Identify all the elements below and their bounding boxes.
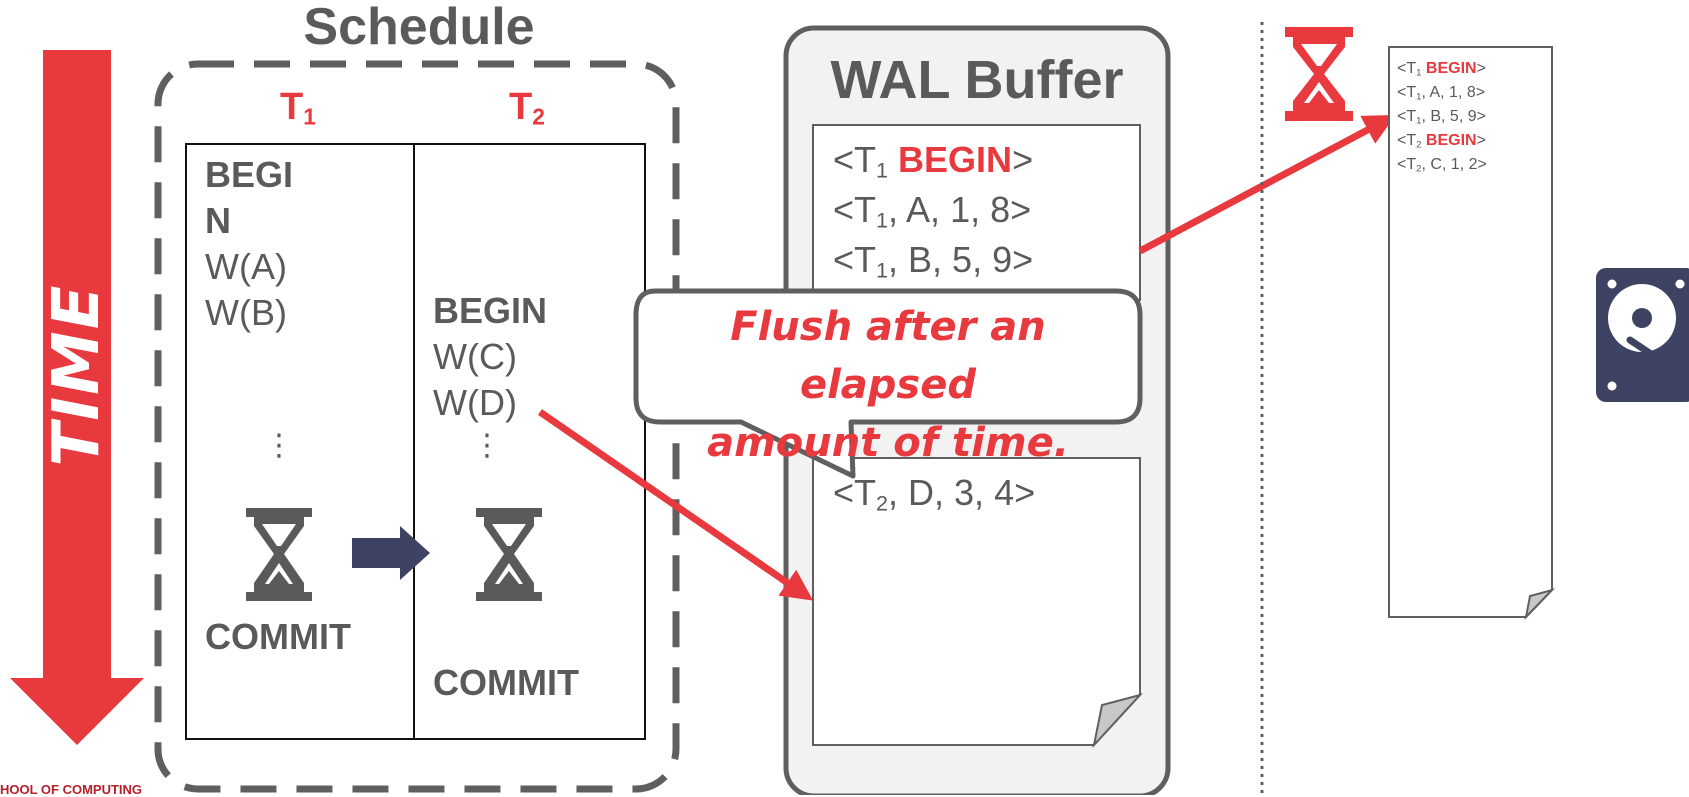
disk-log-entry: <T1, A, 1, 8>: [1397, 84, 1486, 103]
disk-log-entry: <T2, C, 1, 2>: [1397, 156, 1487, 175]
hourglass-icon: [1285, 27, 1353, 121]
t1-operations: BEGI N W(A) W(B): [205, 152, 293, 336]
wal-entry: <T1, A, 1, 8>: [833, 189, 1032, 233]
t2-header: T2: [509, 86, 545, 130]
footer-text: HOOL OF COMPUTING: [0, 782, 143, 797]
t2-write-d: W(D): [433, 382, 517, 423]
t1-write-b: W(B): [205, 292, 287, 333]
t2-commit: COMMIT: [433, 662, 579, 703]
flush-arrow: [1138, 114, 1396, 255]
schedule-container: [154, 60, 680, 793]
disk-log-entry: <T1 BEGIN>: [1397, 60, 1486, 79]
hourglass-icon: [246, 508, 312, 601]
disk-log-entry: <T2 BEGIN>: [1397, 132, 1486, 151]
schedule-title: Schedule: [288, 0, 550, 56]
callout-line-1: Flush after an elapsed: [730, 304, 1046, 408]
wal-page-top: [812, 124, 1141, 301]
t2-ellipsis: ⋮: [472, 429, 502, 462]
wal-entry: <T1, B, 5, 9>: [833, 239, 1034, 283]
hard-disk-icon: [1596, 268, 1689, 402]
time-arrow: [10, 50, 144, 745]
t1-begin: BEGI: [205, 154, 294, 195]
t1-header: T1: [280, 86, 316, 130]
wal-buffer-title: WAL Buffer: [830, 50, 1124, 110]
wal-entry: <T2, D, 3, 4>: [833, 472, 1036, 516]
t1-commit: COMMIT: [205, 616, 351, 657]
t2-begin: BEGIN: [433, 290, 548, 331]
t1-begin-wrap: N: [205, 200, 231, 241]
schedule-table: [185, 143, 646, 740]
t2-operations: BEGIN W(C) W(D): [433, 288, 547, 426]
wal-page-top-entries: <T1 BEGIN> <T1, A, 1, 8> <T1, B, 5, 9>: [833, 135, 1033, 285]
t2-write-c: W(C): [433, 336, 517, 377]
disk-log-entry: <T1, B, 5, 9>: [1397, 108, 1486, 127]
callout-text: Flush after an elapsed amount of time.: [636, 298, 1140, 472]
disk-log-entries: <T1 BEGIN> <T1, A, 1, 8> <T1, B, 5, 9> <…: [1397, 57, 1487, 177]
navy-arrow: [352, 526, 430, 580]
wal-entry: <T1 BEGIN>: [833, 139, 1034, 183]
hourglass-icon: [476, 508, 542, 601]
time-label: TIME: [40, 283, 114, 467]
callout-bubble: [633, 288, 1143, 479]
t1-ellipsis: ⋮: [264, 429, 294, 462]
log-append-arrow: [538, 409, 814, 601]
callout-line-2: amount of time.: [707, 420, 1069, 466]
wal-page-bottom-entries: <T2, D, 3, 4>: [833, 468, 1035, 518]
t1-write-a: W(A): [205, 246, 287, 287]
